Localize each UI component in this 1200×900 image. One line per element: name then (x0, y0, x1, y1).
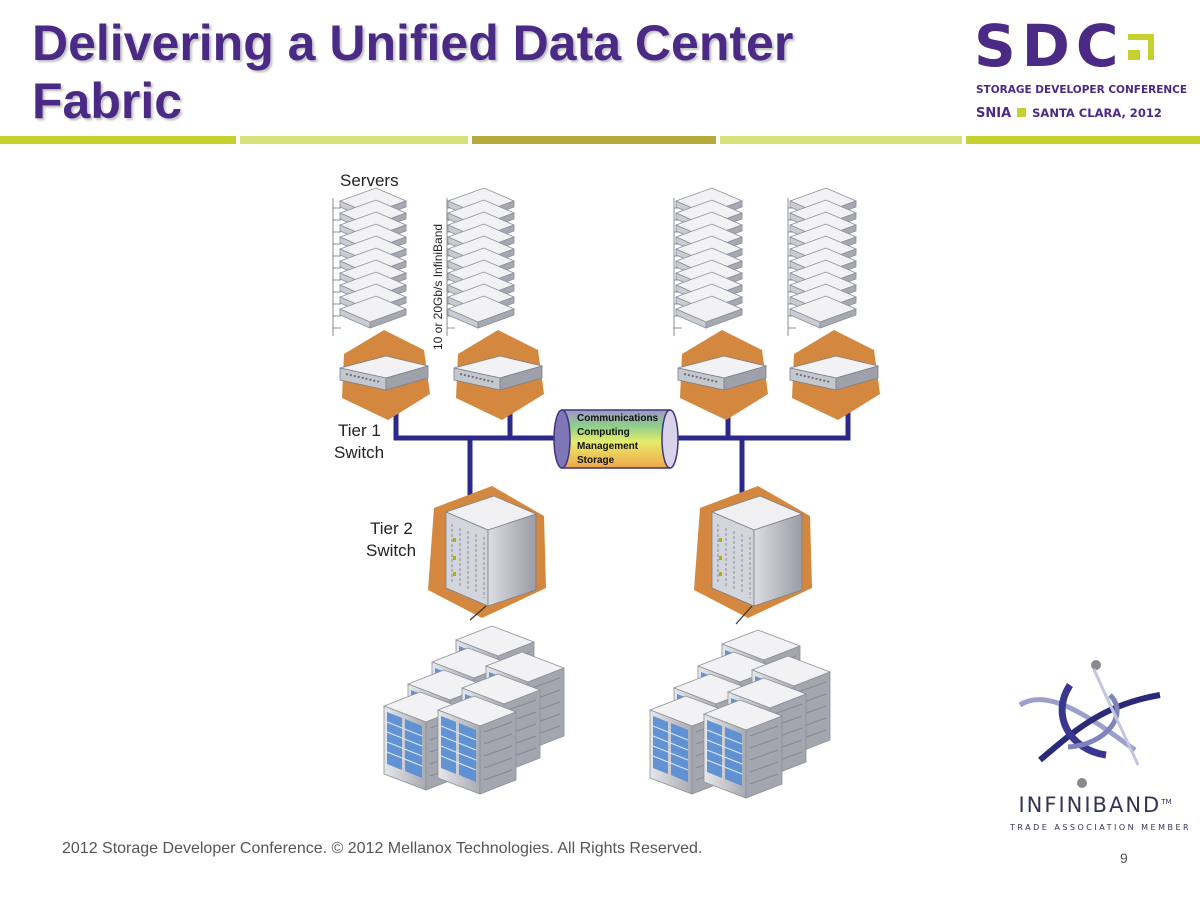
title-rule-1 (0, 136, 236, 144)
infiniband-subtitle: TRADE ASSOCIATION MEMBER (1010, 823, 1192, 832)
storage-link-2 (735, 605, 753, 625)
fabric-layer-communications: Communications (577, 413, 659, 424)
tier1-label-line2: Switch (334, 443, 384, 462)
server-stack-3 (673, 188, 742, 337)
tier1-switch-2 (453, 329, 545, 421)
server-stack-4 (787, 188, 856, 337)
fabric-layer-storage: Storage (577, 455, 615, 466)
server-stack-1 (332, 188, 406, 337)
tier1-label-line1: Tier 1 (338, 421, 381, 440)
server-stack-2 (446, 188, 514, 337)
infiniband-wordmark: INFINIBANDTM (1010, 793, 1180, 817)
storage-link-1 (469, 605, 487, 621)
storage-cluster-1 (384, 626, 564, 794)
slide-title: Delivering a Unified Data Center Fabric (32, 15, 794, 129)
tier2-switch-2 (693, 485, 813, 619)
title-rule-5 (966, 136, 1200, 144)
location-label: SANTA CLARA, 2012 (1032, 106, 1162, 120)
sdc-logo-subtitle: STORAGE DEVELOPER CONFERENCE (976, 84, 1188, 96)
servers-label: Servers (340, 171, 399, 190)
tier2-label-line2: Switch (366, 541, 416, 560)
tier1-switch-4 (789, 329, 881, 421)
slide-footer: 2012 Storage Developer Conference. © 201… (62, 840, 703, 857)
page-number: 9 (1120, 850, 1128, 866)
sdc-logo: SDC STORAGE DEVELOPER CONFERENCE SNIA SAN… (972, 14, 1187, 127)
tier2-switch-1 (427, 485, 547, 619)
sdc-logo-letters: SDC (974, 12, 1125, 80)
corner-mark-icon (1128, 34, 1154, 60)
trademark-mark: TM (1161, 798, 1172, 806)
infiniband-swirl-icon (1018, 660, 1161, 788)
link-speed-label: 10 or 20Gb/s InfiniBand (431, 224, 445, 350)
storage-cluster-2 (650, 630, 830, 798)
tier1-switch-1 (339, 329, 431, 421)
square-icon (1017, 108, 1027, 117)
fabric-layer-management: Management (577, 441, 639, 452)
title-rule-2 (240, 136, 468, 144)
tier2-label-line1: Tier 2 (370, 519, 413, 538)
infiniband-wordmark-text: INFINIBAND (1018, 793, 1162, 817)
fabric-layer-computing: Computing (577, 427, 630, 438)
sdc-logo-org-line: SNIA SANTA CLARA, 2012 (976, 106, 1162, 121)
snia-label: SNIA (976, 106, 1012, 121)
unified-fabric-pipe: Communications Computing Management Stor… (553, 409, 679, 469)
infiniband-logo: INFINIBANDTM TRADE ASSOCIATION MEMBER (1010, 655, 1192, 840)
title-rule-4 (720, 136, 962, 144)
title-rule-3 (472, 136, 716, 144)
tier1-switch-3 (677, 329, 769, 421)
